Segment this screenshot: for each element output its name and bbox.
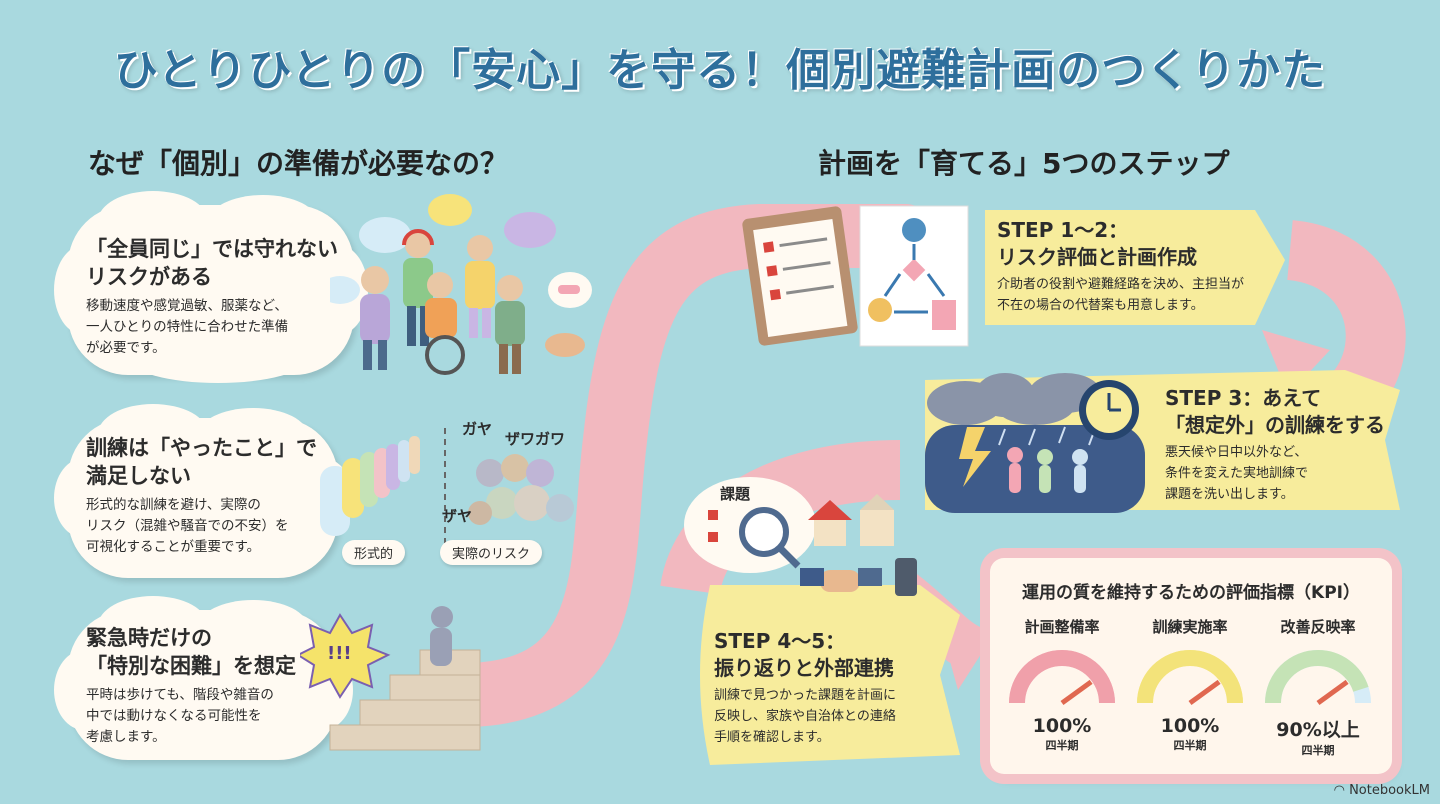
- step-1-2-card: STEP 1〜2： リスク評価と計画作成 介助者の役割や避難経路を決め、主担当が…: [985, 205, 1285, 325]
- issue-label: 課題: [720, 485, 751, 503]
- ribbon-arrow-1: [1262, 330, 1330, 395]
- step-1-2-body-line-2: 不在の場合の代替案も用意します。: [997, 297, 1204, 313]
- person-figure-4: [495, 275, 525, 374]
- page-title: ひとりひとりの「安心」を守る！個別避難計画のつくりかた: [113, 45, 1327, 96]
- noise-word-gaya: ガヤ: [462, 420, 493, 438]
- speech-bubble-icon: [504, 212, 556, 248]
- wheelchair-person: [425, 272, 465, 375]
- step-3-title-line-1: STEP 3：あえて: [1165, 386, 1322, 410]
- reason-1-head-line-1: 「全員同じ」では守れない: [86, 237, 338, 261]
- reason-3-head-line-2: 「特別な困難」を想定: [86, 654, 296, 679]
- speech-bubble-icon: [330, 276, 360, 304]
- notebooklm-logo-icon: ◠: [1333, 783, 1350, 798]
- kpi-2-name: 訓練実施率: [1152, 618, 1228, 636]
- reason-2-body-line-3: 可視化することが重要です。: [86, 538, 261, 555]
- reason-2-body-line-2: リスク（混雑や騒音での不安）を: [86, 517, 289, 534]
- formal-queue-figures: [320, 436, 420, 536]
- reason-3-head-line-1: 緊急時だけの: [86, 626, 212, 650]
- step-4-5-background: [700, 585, 960, 765]
- kpi-2-period: 四半期: [1173, 739, 1207, 752]
- speech-bubble-icon: [359, 217, 411, 253]
- step-3-text: STEP 3：あえて 「想定外」の訓練をする 悪天候や日中以外など、 条件を変え…: [1165, 385, 1385, 505]
- ribbon-arrow-2: [940, 625, 990, 690]
- right-heading: 計画を「育てる」5つのステップ: [818, 147, 1230, 180]
- clock-icon: [1079, 380, 1139, 440]
- kpi-3-gauge: [1265, 650, 1371, 706]
- issue-review-illustration: [684, 477, 917, 596]
- kpi-1-value: 100%: [1032, 715, 1092, 737]
- step-4-5-body-line-1: 訓練で見つかった課題を計画に: [714, 688, 897, 703]
- clipboard-icon: [742, 206, 858, 346]
- real-risk-label: 実際のリスク: [440, 540, 543, 565]
- step-4-5-body-line-2: 反映し、家族や自治体との連絡: [714, 708, 896, 724]
- reason-1-body-line-1: 移動速度や感覚過敏、服薬など、: [86, 297, 288, 314]
- step-1-2-body-line-1: 介助者の役割や避難経路を決め、主担当が: [997, 277, 1245, 292]
- person-figure-3: [465, 235, 495, 338]
- step-3-body-line-2: 条件を変えた実地訓練で: [1165, 465, 1309, 481]
- step-4-5-title-line-1: STEP 4〜5：: [714, 629, 846, 653]
- reason-card-2: 訓練は「やったこと」で 満足しない 形式的な訓練を避け、実際の リスク（混雑や騒…: [54, 404, 353, 578]
- step-4-5-title-line-2: 振り返りと外部連携: [714, 656, 894, 680]
- kpi-panel: 運用の質を維持するための評価指標（KPI） 計画整備率 100% 四半期 訓練実…: [990, 558, 1392, 774]
- distressed-person-figure: [430, 606, 453, 666]
- handshake-icon: [800, 568, 882, 592]
- footer-brand: NotebookLM: [1349, 783, 1430, 798]
- reason-2-head-line-1: 訓練は「やったこと」で: [86, 436, 317, 460]
- formal-label: 形式的: [342, 540, 406, 565]
- planning-illustration: [742, 205, 969, 347]
- kpi-2-gauge: [1137, 650, 1243, 706]
- noise-word-zaya: ザヤ: [442, 507, 473, 525]
- checklist-icon: [708, 510, 718, 542]
- alarm-burst-icon: [300, 613, 391, 699]
- noise-word-zawa: ザワガワ: [505, 430, 566, 448]
- walking-people-figures: [1007, 447, 1088, 493]
- step-4-5-body-line-3: 手順を確認します。: [714, 729, 830, 745]
- alarm-text: !!!: [327, 643, 352, 664]
- kpi-item-2: 訓練実施率 100% 四半期: [1130, 616, 1250, 753]
- reason-2-body-line-1: 形式的な訓練を避け、実際の: [86, 496, 261, 513]
- flowchart-card: [859, 205, 969, 347]
- crowd-noise-figures: [468, 454, 574, 525]
- kpi-item-3: 改善反映率 90%以上 四半期: [1258, 616, 1378, 758]
- step-3-title-line-2: 「想定外」の訓練をする: [1165, 413, 1385, 437]
- person-figure-2: [402, 229, 434, 346]
- kpi-item-1: 計画整備率 100% 四半期: [1002, 616, 1122, 753]
- reason-card-1: 「全員同じ」では守れない リスクがある 移動速度や感覚過敏、服薬など、 一人ひと…: [54, 191, 368, 383]
- speech-bubble-icon: [545, 333, 585, 357]
- reason-2-head-line-2: 満足しない: [86, 464, 191, 489]
- kpi-3-name: 改善反映率: [1280, 618, 1356, 636]
- kpi-1-gauge: [1009, 650, 1115, 706]
- step-1-2-title-line-2: リスク評価と計画作成: [997, 245, 1197, 269]
- person-figure-1: [360, 266, 390, 370]
- magnifier-icon: [739, 507, 789, 557]
- reason-3-body-line-2: 中では動けなくなる可能性を: [86, 707, 262, 724]
- notebooklm-footer: ◠ NotebookLM: [1334, 783, 1430, 798]
- house-icon: [808, 500, 852, 546]
- kpi-3-period: 四半期: [1301, 744, 1335, 757]
- step-1-2-title-line-1: STEP 1〜2：: [997, 218, 1129, 242]
- kpi-3-value: 90%以上: [1276, 719, 1360, 741]
- reason-3-body-line-3: 考慮します。: [86, 728, 166, 745]
- phone-icon: [895, 558, 917, 596]
- kpi-title: 運用の質を維持するための評価指標（KPI）: [1022, 583, 1360, 603]
- reason-1-body-line-2: 一人ひとりの特性に合わせた準備: [86, 318, 289, 335]
- step-3-body-line-3: 課題を洗い出します。: [1165, 486, 1294, 502]
- reason-1-head-line-2: リスクがある: [86, 265, 212, 290]
- cloud-icon: [927, 373, 1101, 425]
- kpi-1-period: 四半期: [1045, 739, 1079, 752]
- reason-1-body-line-3: が必要です。: [86, 339, 166, 356]
- kpi-2-value: 100%: [1160, 715, 1220, 737]
- reason-3-body-line-1: 平時は歩けても、階段や雑音の: [86, 686, 274, 703]
- city-hall-icon: [860, 494, 894, 546]
- speech-bubble-icon: [428, 194, 472, 226]
- step-4-5-text: STEP 4〜5： 振り返りと外部連携 訓練で見つかった課題を計画に 反映し、家…: [714, 628, 896, 748]
- formal-vs-real-illustration: [320, 428, 574, 543]
- step-3-body-line-1: 悪天候や日中以外など、: [1165, 445, 1308, 460]
- kpi-1-name: 計画整備率: [1024, 618, 1100, 636]
- reason-card-3: 緊急時だけの 「特別な困難」を想定 平時は歩けても、階段や雑音の 中では動けなく…: [54, 596, 353, 760]
- left-heading: なぜ「個別」の準備が必要なの？: [88, 147, 509, 180]
- diverse-people-illustration: [330, 194, 592, 375]
- lightning-icon: [959, 427, 991, 487]
- stairs-illustration: [300, 606, 481, 751]
